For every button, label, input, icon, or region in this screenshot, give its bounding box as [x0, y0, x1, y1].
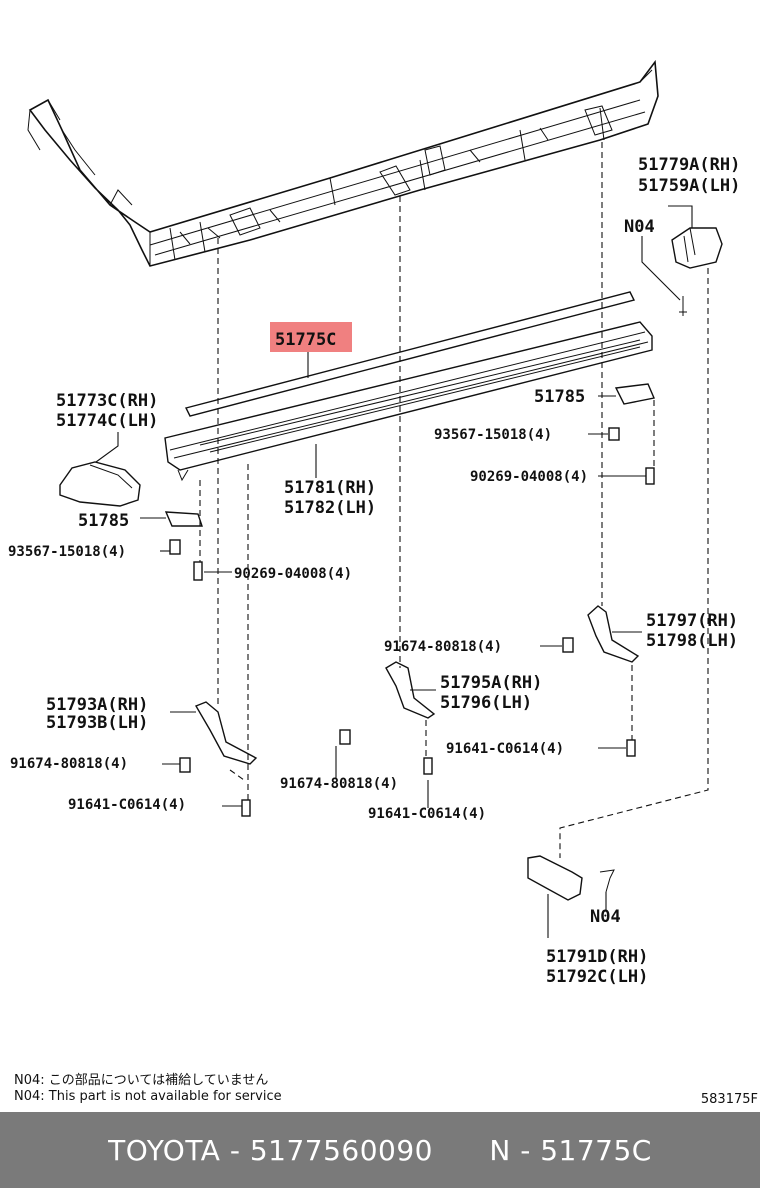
support-brackets-drawing [194, 605, 640, 765]
part-labels: 51779A(RH) 51759A(LH) N04 51775C 51773C(… [8, 155, 740, 987]
label-93567-right[interactable]: 93567-15018(4) [434, 427, 552, 443]
label-51795a[interactable]: 51795A(RH) [440, 673, 542, 693]
rocker-step-51781-drawing [164, 321, 653, 482]
label-91641-mid[interactable]: 91641-C0614(4) [368, 806, 486, 822]
label-51759a[interactable]: 51759A(LH) [638, 176, 740, 196]
label-51782[interactable]: 51782(LH) [284, 498, 376, 518]
label-91674-left[interactable]: 91674-80818(4) [10, 756, 128, 772]
label-90269-left[interactable]: 90269-04008(4) [234, 566, 352, 582]
label-51781[interactable]: 51781(RH) [284, 478, 376, 498]
label-51785-left[interactable]: 51785 [78, 511, 129, 531]
label-51793b[interactable]: 51793B(LH) [46, 713, 148, 733]
moulding-51775c-drawing [184, 291, 636, 417]
body-frame-drawing [27, 59, 659, 267]
label-91641-right[interactable]: 91641-C0614(4) [446, 741, 564, 757]
parts-diagram: 51779A(RH) 51759A(LH) N04 51775C 51773C(… [8, 59, 740, 987]
label-91674-mid[interactable]: 91674-80818(4) [384, 639, 502, 655]
end-cap-right-drawing [671, 227, 723, 316]
label-91641-left[interactable]: 91641-C0614(4) [68, 797, 186, 813]
label-51797[interactable]: 51797(RH) [646, 611, 738, 631]
label-51796[interactable]: 51796(LH) [440, 693, 532, 713]
label-n04-bottom: N04 [590, 907, 621, 927]
label-51773c[interactable]: 51773C(RH) [56, 391, 158, 411]
footer-part-info: TOYOTA - 5177560090 N - 51775C [108, 1133, 652, 1167]
target-part-highlight [270, 322, 352, 352]
label-90269-right[interactable]: 90269-04008(4) [470, 469, 588, 485]
end-cap-left-drawing [59, 461, 141, 507]
label-51791d[interactable]: 51791D(RH) [546, 947, 648, 967]
label-51779a[interactable]: 51779A(RH) [638, 155, 740, 175]
leader-lines [95, 205, 693, 938]
note-japanese: N04: この部品については補給していません [14, 1073, 269, 1088]
note-english: N04: This part is not available for serv… [14, 1089, 282, 1104]
end-piece-bottom-drawing [527, 855, 583, 901]
label-51775c[interactable]: 51775C [275, 330, 336, 350]
bracket-51785-drawing [164, 383, 655, 527]
label-51792c[interactable]: 51792C(LH) [546, 967, 648, 987]
alignment-lines [199, 142, 709, 858]
diagram-code: 583175F [700, 1092, 758, 1107]
label-91674-bottom[interactable]: 91674-80818(4) [280, 776, 398, 792]
label-n04-top: N04 [624, 217, 655, 237]
label-51793a[interactable]: 51793A(RH) [46, 695, 148, 715]
label-93567-left[interactable]: 93567-15018(4) [8, 544, 126, 560]
footer-bar: TOYOTA - 5177560090 N - 51775C [0, 1112, 760, 1188]
label-51785-right[interactable]: 51785 [534, 387, 585, 407]
label-51798[interactable]: 51798(LH) [646, 631, 738, 651]
label-51774c[interactable]: 51774C(LH) [56, 411, 158, 431]
